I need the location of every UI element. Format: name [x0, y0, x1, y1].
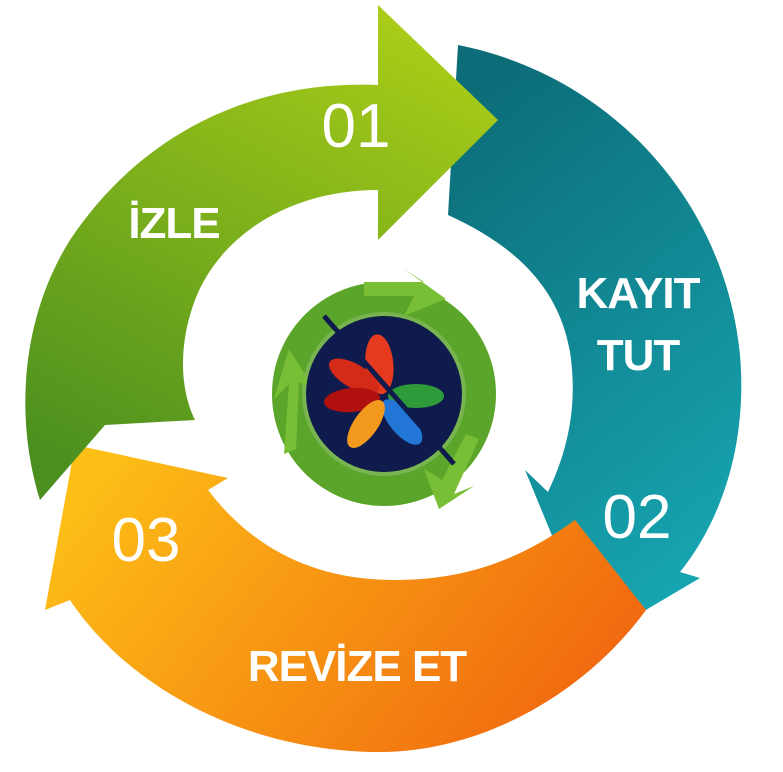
- step-03-arrow: [45, 445, 646, 752]
- logo-flower: [322, 314, 456, 466]
- logo-ring-arrow-left: [274, 349, 314, 454]
- step-02-number: 02: [603, 483, 672, 552]
- step-02-label-line2: TUT: [597, 331, 681, 380]
- logo-petal: [329, 358, 379, 394]
- logo-petal: [381, 399, 423, 445]
- step-03-number: 03: [112, 506, 181, 575]
- step-01-arrow: [25, 5, 498, 500]
- logo-petal: [347, 400, 385, 448]
- step-02-label-line1: KAYIT: [577, 269, 701, 318]
- logo-disc: [306, 316, 462, 472]
- logo-petal: [324, 387, 380, 413]
- logo-ring-arrow-right: [424, 434, 479, 509]
- step-01-number: 01: [322, 92, 391, 161]
- step-02-arrow: [448, 45, 742, 640]
- step-03-label: REVİZE ET: [248, 642, 467, 691]
- center-logo: [272, 269, 496, 509]
- logo-ring-arrow-top: [364, 269, 446, 316]
- step-01-label: İZLE: [128, 199, 219, 248]
